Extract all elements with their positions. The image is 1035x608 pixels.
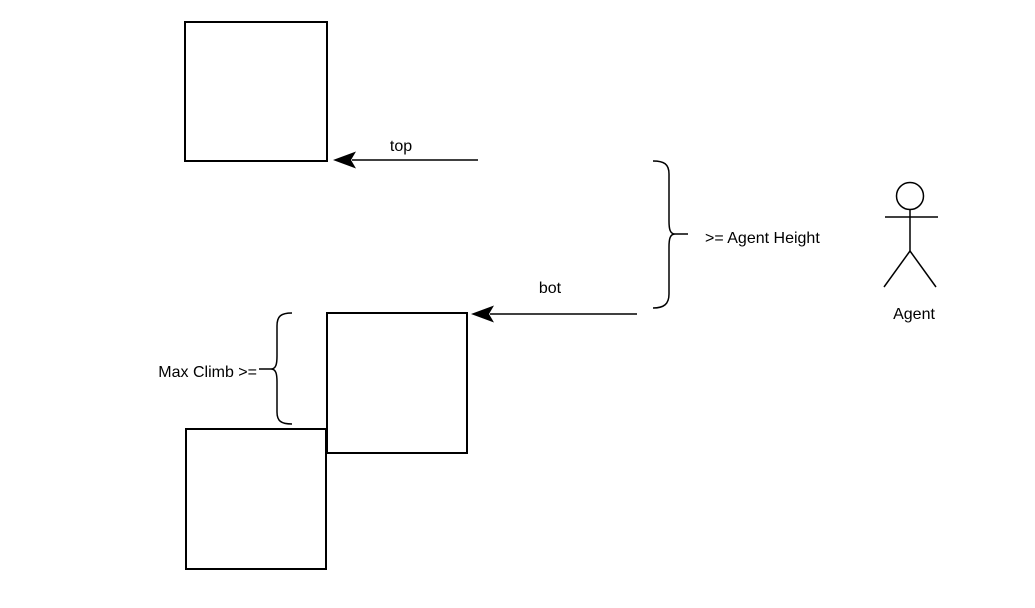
step-lower-square — [185, 428, 327, 570]
left-arrowhead-icon — [471, 305, 494, 323]
agent-label: Agent — [893, 306, 935, 323]
right-curly-brace-icon — [652, 160, 688, 309]
top-ledge-square — [184, 21, 328, 162]
top-arrow — [333, 151, 478, 169]
max-climb-label: Max Climb >= — [158, 364, 257, 381]
stick-figure-head — [895, 181, 925, 211]
stick-figure-left-leg — [883, 250, 911, 288]
stick-figure-right-leg — [909, 250, 937, 288]
left-arrowhead-icon — [333, 151, 356, 169]
step-upper-square — [326, 312, 468, 454]
stick-figure-icon — [883, 181, 938, 288]
left-curly-brace-icon — [259, 312, 293, 425]
bot-arrow — [471, 305, 637, 323]
agent-height-label: >= Agent Height — [705, 230, 820, 247]
bot-arrow-label: bot — [539, 280, 562, 297]
top-arrow-label: top — [390, 138, 412, 155]
